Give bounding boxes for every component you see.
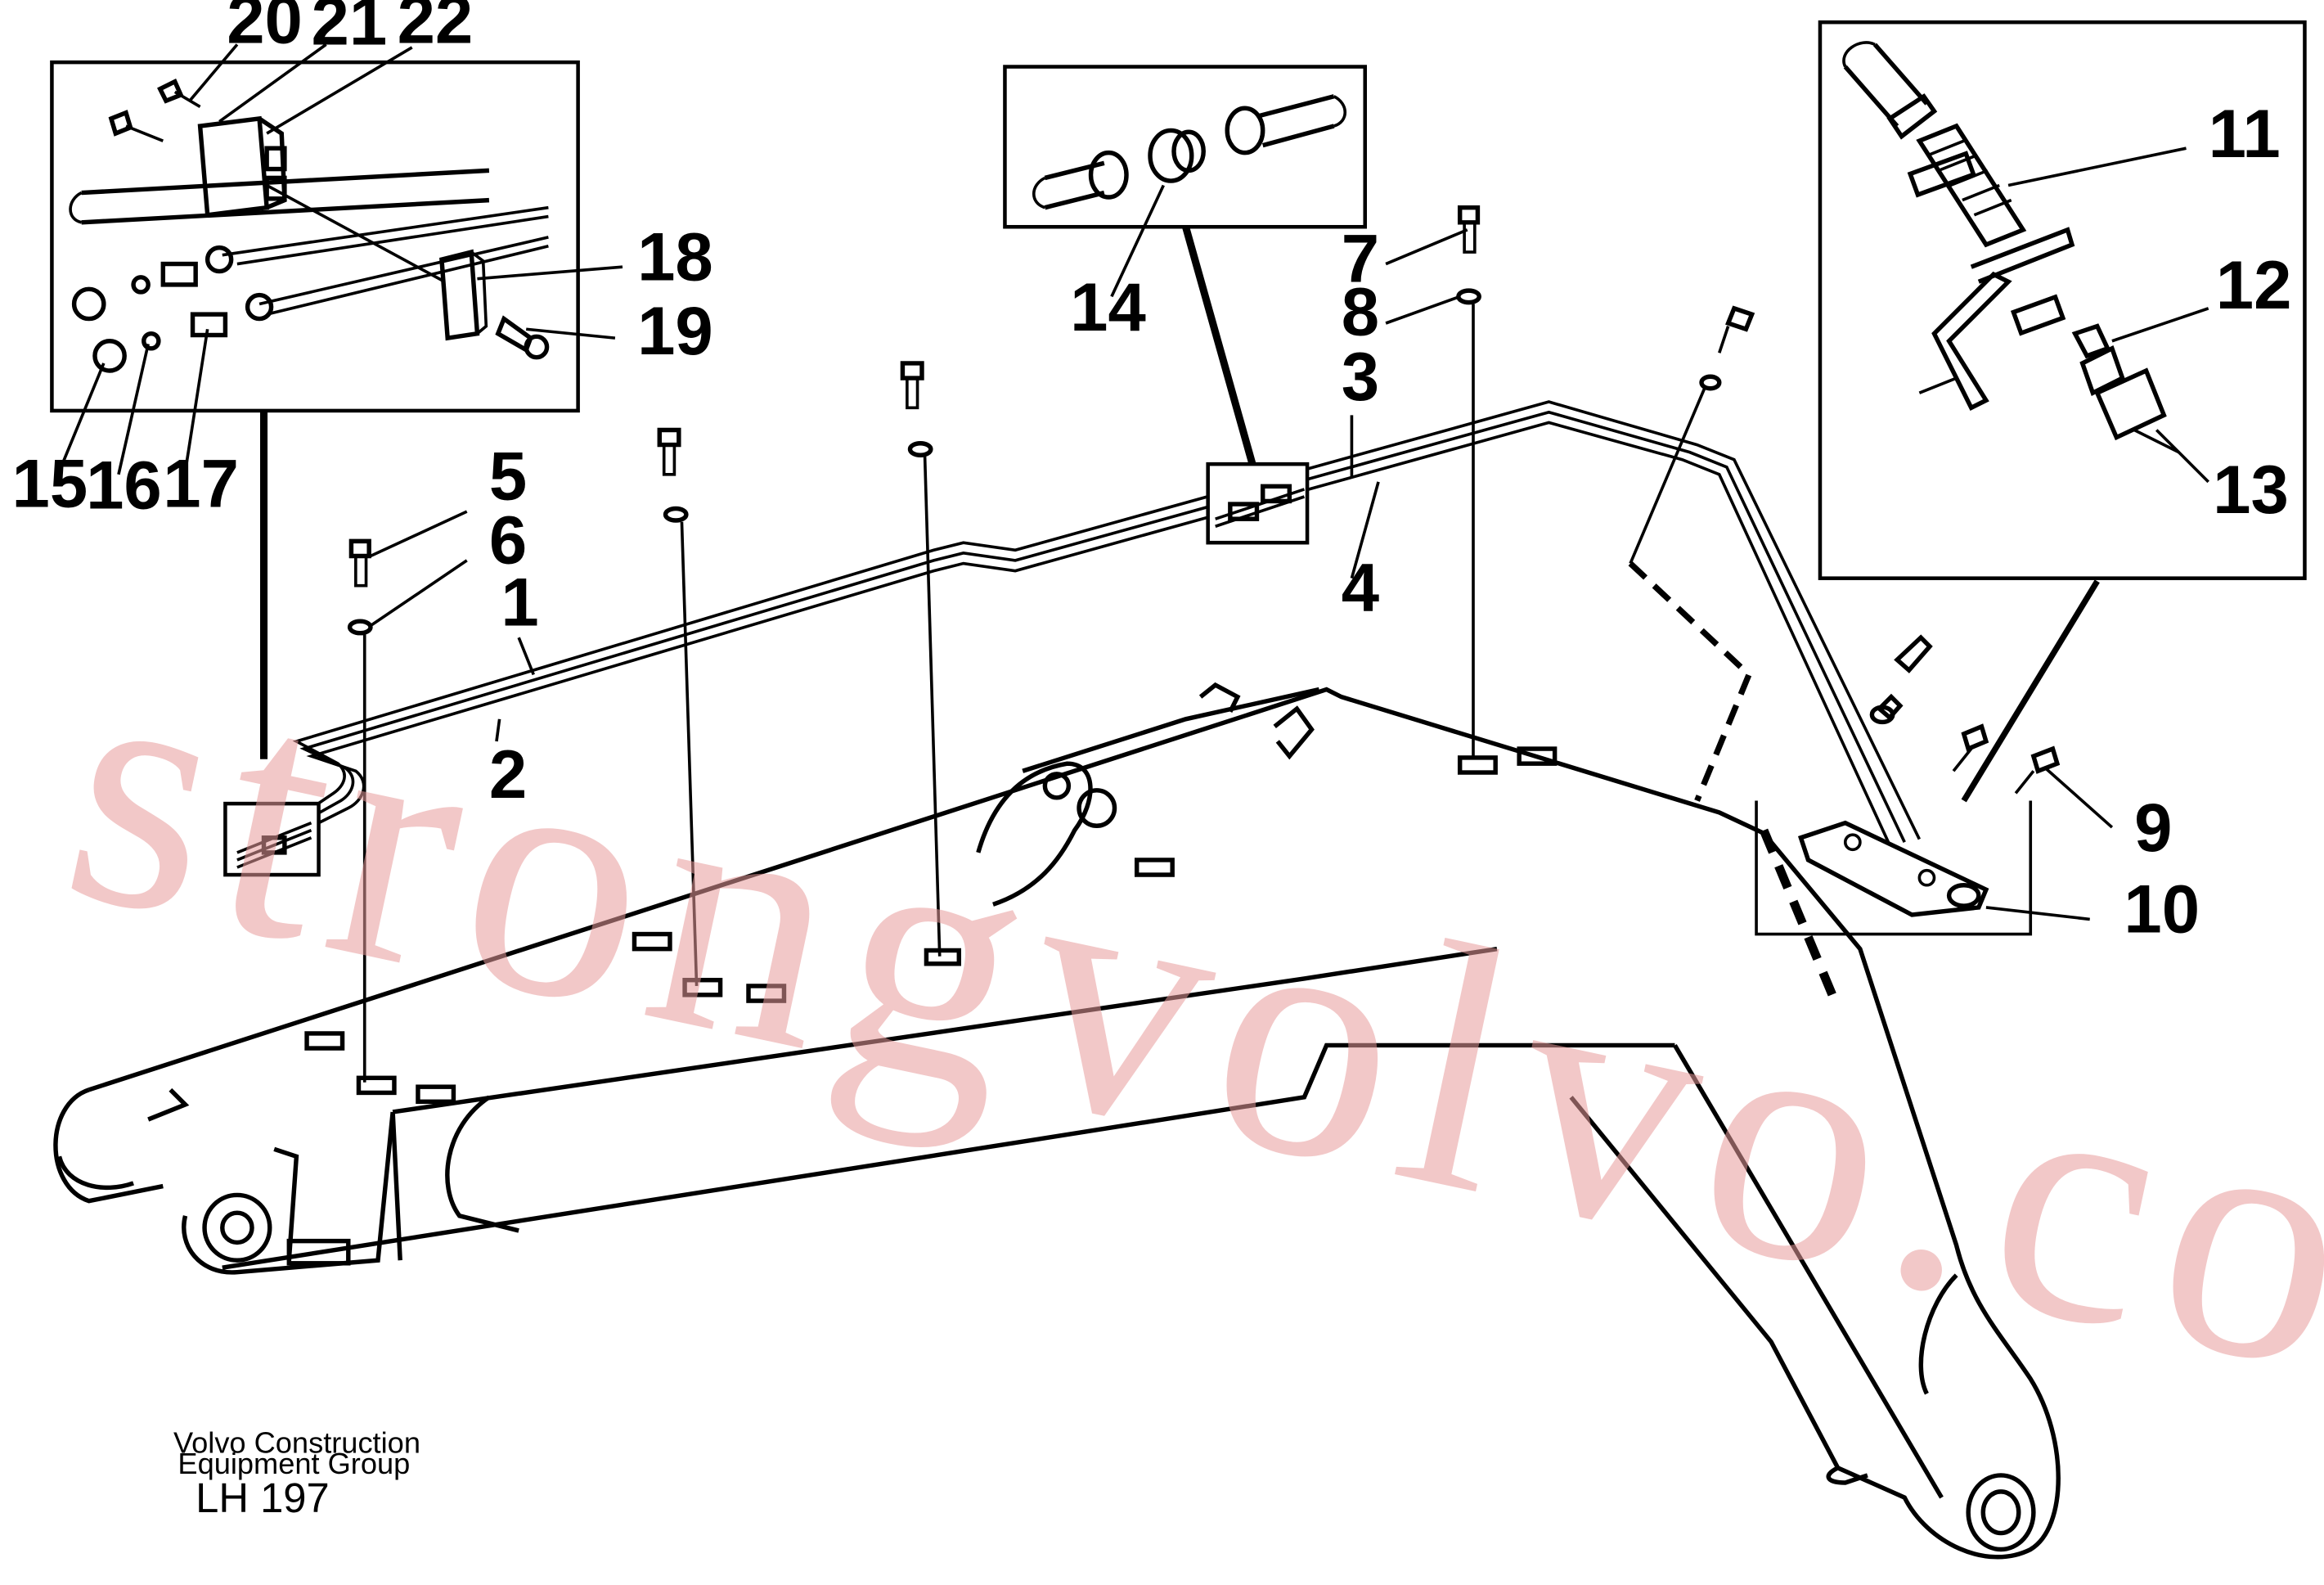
caption-code: LH 197: [196, 1475, 330, 1521]
callout-12: 12: [2216, 247, 2292, 323]
bracket-inset: [1755, 634, 2061, 936]
tube-start-box: [223, 801, 321, 877]
bolt-7-8: [1456, 205, 1481, 757]
callout-8: 8: [1342, 274, 1379, 350]
callout-4: 4: [1342, 550, 1379, 626]
fittings-inset: [50, 60, 580, 413]
callout-labels: 1 2 3 4 5 6 7 8 9 10 11 12 13 14 15 16 1…: [11, 0, 2291, 948]
hydraulic-tubes: [258, 400, 1921, 854]
union-leader: [1182, 226, 1256, 466]
callout-15: 15: [11, 446, 88, 522]
union-detail-box: [1206, 462, 1310, 545]
callout-14: 14: [1070, 269, 1146, 345]
bolt-rear: [1629, 305, 1755, 565]
callout-20: 20: [227, 0, 303, 58]
caption-company-line1: Volvo Construction: [173, 1426, 420, 1460]
callout-17: 17: [163, 446, 239, 522]
hose-fitting-leader: [1961, 579, 2100, 803]
bolt-center: [900, 361, 942, 957]
callout-2: 2: [489, 736, 527, 813]
callout-22: 22: [398, 0, 474, 58]
callout-21: 21: [311, 0, 387, 59]
callout-16: 16: [86, 448, 162, 524]
bolt-center-left: [657, 427, 699, 987]
callout-3: 3: [1342, 339, 1379, 415]
callout-9: 9: [2134, 790, 2172, 866]
hidden-line-rear: [1628, 561, 1753, 802]
callout-1: 1: [501, 565, 538, 641]
callout-19: 19: [637, 293, 713, 369]
callout-11: 11: [2209, 96, 2281, 172]
callout-10: 10: [2124, 871, 2200, 948]
union-inset: [1003, 65, 1367, 229]
callout-leaders: [57, 43, 2209, 921]
callout-7: 7: [1342, 220, 1379, 296]
hose-fitting-inset: [1818, 20, 2307, 580]
callout-13: 13: [2213, 452, 2289, 528]
caption-company-line2: Equipment Group: [178, 1447, 410, 1480]
callout-5: 5: [489, 439, 527, 515]
caption: Volvo Construction Equipment Group LH 19…: [173, 1426, 420, 1521]
boom-body: [53, 682, 2061, 1560]
bolt-5-6: [347, 538, 373, 1083]
hidden-line-bracket: [1760, 828, 1842, 1011]
callout-18: 18: [637, 218, 713, 295]
callout-6: 6: [489, 502, 527, 579]
